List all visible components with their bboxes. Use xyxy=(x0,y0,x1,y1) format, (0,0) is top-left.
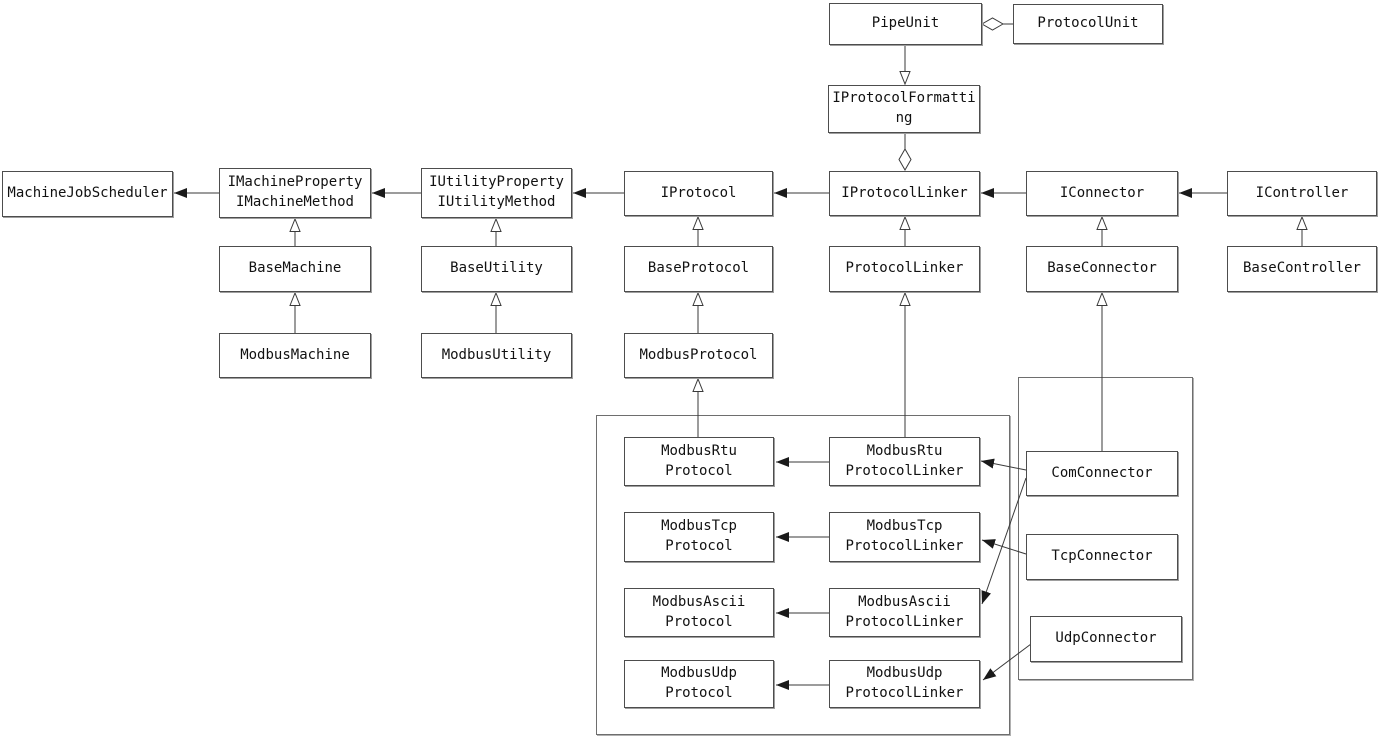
class-box-modbusrtuprotocollinker: ModbusRtu ProtocolLinker xyxy=(829,437,980,486)
class-box-iutilityproperty: IUtilityProperty IUtilityMethod xyxy=(421,168,572,218)
class-box-iprotocol: IProtocol xyxy=(624,171,773,216)
class-box-basemachine: BaseMachine xyxy=(219,246,371,292)
class-box-icontroller: IController xyxy=(1227,171,1377,216)
class-box-imachineproperty: IMachineProperty IMachineMethod xyxy=(219,168,371,218)
class-box-modbusasciiprotocol: ModbusAscii Protocol xyxy=(624,588,774,637)
class-box-basecontroller: BaseController xyxy=(1227,246,1377,292)
class-box-modbusprotocol: ModbusProtocol xyxy=(624,333,773,378)
class-box-modbusudpprotocol: ModbusUdp Protocol xyxy=(624,660,774,708)
class-box-modbusudpprotocollinker: ModbusUdp ProtocolLinker xyxy=(829,660,980,708)
class-box-modbustcpprotocol: ModbusTcp Protocol xyxy=(624,512,774,562)
class-box-baseutility: BaseUtility xyxy=(421,246,572,292)
class-box-tcpconnector: TcpConnector xyxy=(1026,534,1178,580)
class-box-iconnector: IConnector xyxy=(1026,171,1178,216)
class-box-machinejobscheduler: MachineJobScheduler xyxy=(2,171,173,217)
class-box-iprotocolformatting: IProtocolFormatti ng xyxy=(828,85,980,133)
class-box-pipeunit: PipeUnit xyxy=(829,3,982,45)
class-box-iprotocollinker: IProtocolLinker xyxy=(829,171,980,216)
class-box-modbustcpprotocollinker: ModbusTcp ProtocolLinker xyxy=(829,512,980,562)
class-box-modbusutility: ModbusUtility xyxy=(421,333,572,378)
class-box-comconnector: ComConnector xyxy=(1026,451,1178,496)
class-box-protocolunit: ProtocolUnit xyxy=(1013,4,1163,44)
class-box-modbusasciiprotocollinker: ModbusAscii ProtocolLinker xyxy=(829,588,980,637)
class-box-protocollinker: ProtocolLinker xyxy=(829,246,980,292)
class-box-baseconnector: BaseConnector xyxy=(1026,246,1178,292)
class-box-udpconnector: UdpConnector xyxy=(1030,616,1182,662)
class-box-modbusmachine: ModbusMachine xyxy=(219,333,371,378)
class-box-modbusrtuprotocol: ModbusRtu Protocol xyxy=(624,437,774,486)
class-box-baseprotocol: BaseProtocol xyxy=(624,246,773,292)
